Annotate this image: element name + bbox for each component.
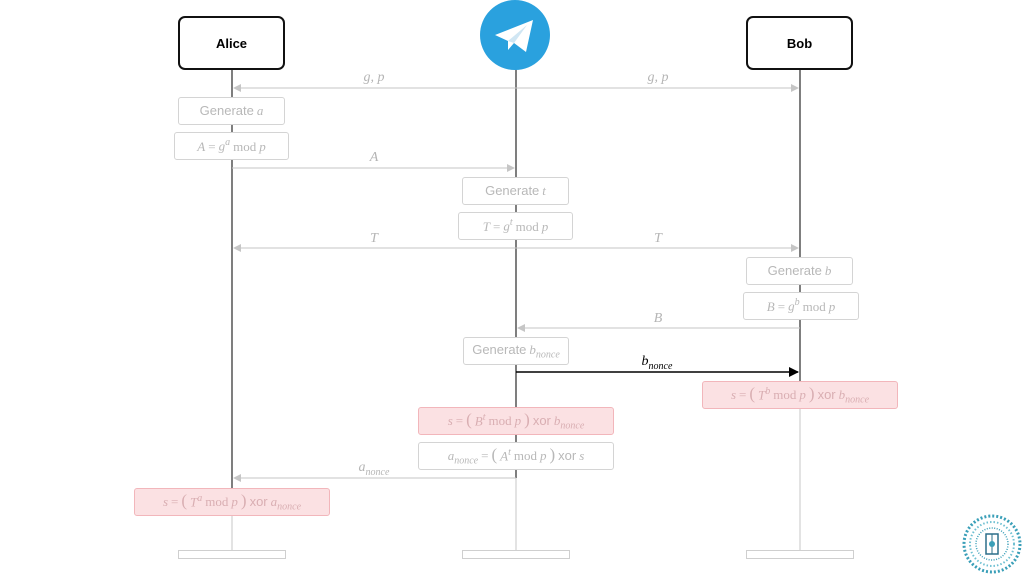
mod-word: mod — [513, 448, 537, 464]
xor-word: xor — [817, 387, 836, 403]
anonce-sub: nonce — [365, 466, 390, 478]
mod-var: p — [539, 448, 547, 464]
base: T — [190, 494, 198, 510]
xor-word: xor — [249, 494, 268, 510]
mod-var: p — [514, 413, 522, 429]
bob-shared-secret-step: s= ( Tb mod p ) xor bnonce — [702, 381, 898, 409]
nonce: b — [838, 387, 846, 403]
mod-var: p — [541, 218, 549, 234]
lhs: a — [447, 448, 455, 464]
telegram-icon — [480, 0, 550, 70]
xor-word: xor — [558, 448, 577, 464]
exp: t — [482, 411, 486, 423]
lhs-sub: nonce — [454, 455, 479, 467]
nonce-sub: nonce — [560, 420, 585, 432]
bnonce-sub: nonce — [648, 360, 673, 372]
exp: a — [225, 137, 231, 149]
alice-actor-box: Alice — [178, 16, 285, 70]
exp: b — [794, 297, 800, 309]
anonce-base: a — [358, 460, 366, 475]
lhs: B — [766, 298, 775, 314]
mod-word: mod — [233, 138, 257, 154]
mod-var: p — [231, 494, 238, 510]
base: A — [500, 448, 509, 464]
bob-actor-box: Bob — [746, 16, 853, 70]
generate-word: Generate — [485, 183, 540, 198]
nonce-sub: nonce — [277, 501, 302, 513]
base: B — [474, 413, 483, 429]
lhs: A — [197, 138, 206, 154]
msg-label-T-left: T — [370, 231, 378, 246]
msg-label-A: A — [369, 150, 379, 165]
bob-lifeline-end — [746, 550, 854, 559]
lhs: s — [730, 387, 737, 403]
nonce-sub: nonce — [845, 394, 870, 406]
var-b: b — [824, 263, 832, 278]
mod-var: p — [259, 138, 266, 154]
server-public-key-step: T= gt mod p — [458, 212, 573, 240]
exp: a — [197, 492, 203, 504]
mod-word: mod — [205, 494, 229, 510]
msg-label-bnonce: bnonce — [642, 354, 673, 372]
generate-word: Generate — [199, 103, 254, 118]
mod-word: mod — [773, 387, 797, 403]
seal-logo-icon — [962, 514, 1022, 574]
base: g — [503, 218, 510, 234]
mod-var: p — [799, 387, 806, 403]
alice-public-key-step: A= ga mod p — [174, 132, 289, 160]
alice-shared-secret-step: s= ( Ta mod p ) xor anonce — [134, 488, 330, 516]
msg-label-T-right: T — [654, 231, 662, 246]
generate-word: Generate — [472, 341, 527, 357]
alice-lifeline-end — [178, 550, 286, 559]
msg-label-B: B — [653, 311, 663, 326]
msg-label-gp-left: g, p — [363, 70, 385, 85]
msg-label-anonce: anonce — [359, 460, 390, 478]
bnonce-base: b — [641, 354, 649, 369]
var-b: b — [529, 341, 536, 357]
server-shared-secret-step: s= ( Bt mod p ) xor bnonce — [418, 407, 614, 435]
var-sub: nonce — [535, 349, 560, 361]
tail: s — [579, 448, 585, 464]
base: g — [788, 298, 795, 314]
lhs: s — [162, 494, 169, 510]
exp: t — [509, 217, 513, 229]
mod-word: mod — [515, 218, 539, 234]
msg-label-gp-right: g, p — [647, 70, 669, 85]
base: T — [758, 387, 766, 403]
exp: t — [508, 446, 511, 458]
server-anonce-step: anonce= ( At mod p ) xor s — [418, 442, 614, 470]
bob-label: Bob — [786, 35, 813, 51]
mod-word: mod — [488, 413, 512, 429]
var-t: t — [542, 183, 546, 198]
mod-var: p — [828, 298, 836, 314]
alice-label: Alice — [215, 35, 248, 51]
lhs: T — [482, 218, 490, 234]
bob-public-key-step: B= gb mod p — [743, 292, 859, 320]
exp: b — [765, 385, 771, 397]
server-lifeline-end — [462, 550, 570, 559]
generate-word: Generate — [767, 263, 822, 278]
mod-word: mod — [802, 298, 826, 314]
nonce: b — [553, 413, 561, 429]
base: g — [218, 138, 226, 154]
var-a: a — [256, 103, 264, 118]
xor-word: xor — [532, 413, 551, 429]
nonce: a — [270, 494, 278, 510]
lhs: s — [447, 413, 453, 429]
